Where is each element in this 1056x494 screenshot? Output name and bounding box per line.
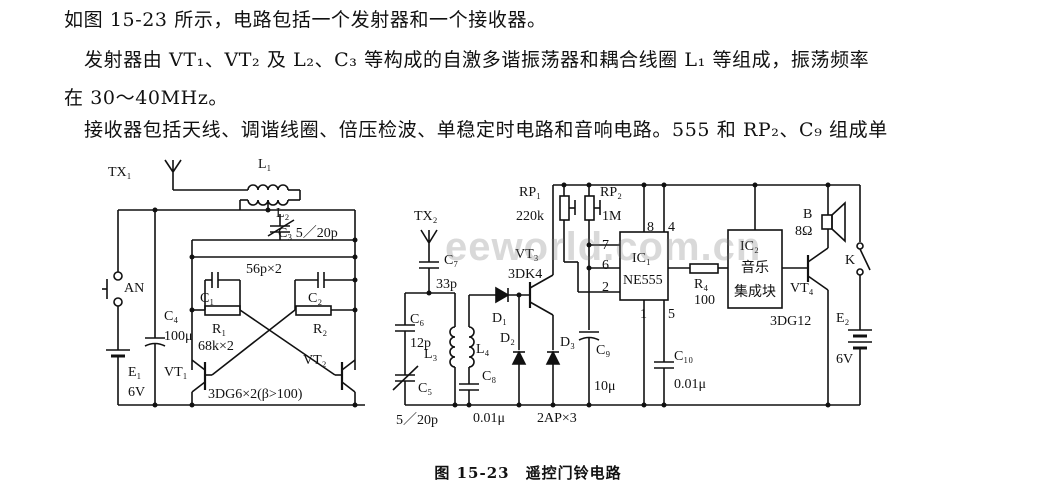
label-c1: C₁ bbox=[200, 291, 214, 306]
label-pin6: 6 bbox=[602, 258, 609, 273]
speaker-icon bbox=[821, 214, 833, 230]
schematic-wires bbox=[102, 159, 872, 406]
label-rp2-value: 1M bbox=[602, 209, 622, 224]
label-r4: R₄ bbox=[694, 277, 708, 292]
tx1-antenna-icon bbox=[164, 159, 182, 190]
l3-coil-icon bbox=[449, 326, 456, 368]
label-c8: C₈ bbox=[482, 369, 496, 384]
label-e2: E₂ bbox=[836, 311, 850, 326]
junction-dots bbox=[152, 182, 831, 408]
circuit-schematic: TX₁ L₁ L₂ C₃ 5／20p 56p×2 C₁ C₂ R₁ R₂ 68k… bbox=[102, 157, 872, 428]
k-switch-icon bbox=[859, 248, 871, 271]
label-c4: C₄ bbox=[164, 309, 178, 324]
d1-diode-icon bbox=[495, 286, 510, 304]
label-l3: L₃ bbox=[424, 347, 438, 362]
label-c9-value: 10μ bbox=[594, 379, 616, 394]
rp1-potentiometer-icon bbox=[559, 195, 570, 221]
label-l4: L₄ bbox=[476, 342, 490, 357]
receiver-paragraph: 接收器包括天线、调谐线圈、倍压检波、单稳定时电路和音响电路。555 和 RP₂、… bbox=[84, 119, 888, 141]
frequency-paragraph: 在 30～40MHz。 bbox=[64, 87, 229, 109]
d3-diode-icon bbox=[545, 350, 561, 365]
l1-coil-icon bbox=[247, 184, 289, 191]
label-pin5: 5 bbox=[668, 307, 675, 322]
r2-resistor-icon bbox=[295, 305, 332, 316]
label-r1: R₁ bbox=[212, 322, 226, 337]
label-tx2: TX₂ bbox=[414, 209, 438, 224]
label-pin2: 2 bbox=[602, 280, 609, 295]
r1-resistor-icon bbox=[204, 305, 241, 316]
label-c3: C₃ 5／20p bbox=[278, 225, 338, 241]
label-c8-value: 0.01μ bbox=[473, 411, 505, 426]
label-c6: C₆ bbox=[410, 312, 424, 327]
label-vt3: VT₃ bbox=[515, 247, 539, 262]
label-r-value: 68k×2 bbox=[198, 339, 234, 354]
transmitter-paragraph: 发射器由 VT₁、VT₂ 及 L₂、C₃ 等构成的自激多谐振荡器和耦合线圈 L₁… bbox=[84, 49, 870, 71]
label-vt4: VT₄ bbox=[790, 281, 814, 296]
label-c4-value: 100μ bbox=[164, 329, 193, 344]
label-pin1: 1 bbox=[640, 307, 647, 322]
label-l1: L₁ bbox=[258, 157, 271, 172]
label-c7: C₇ bbox=[444, 253, 458, 268]
label-pin4: 4 bbox=[668, 220, 675, 235]
label-speaker: B bbox=[803, 207, 812, 222]
label-r4-value: 100 bbox=[694, 293, 715, 308]
l4-coil-icon bbox=[468, 326, 475, 368]
label-c6-value: 12p bbox=[410, 336, 431, 351]
label-l2: L₂ bbox=[276, 206, 290, 221]
figure-caption: 图 15-23 遥控门铃电路 bbox=[434, 464, 622, 482]
label-e2-value: 6V bbox=[836, 352, 853, 367]
label-k: K bbox=[845, 253, 855, 268]
label-d2: D₂ bbox=[500, 331, 515, 346]
label-c10: C₁₀ bbox=[674, 349, 693, 364]
label-e1-value: 6V bbox=[128, 385, 145, 400]
label-rp1-value: 220k bbox=[516, 209, 544, 224]
label-d3: D₃ bbox=[560, 335, 575, 350]
label-ic1-model: NE555 bbox=[623, 273, 663, 288]
label-c9: C₉ bbox=[596, 343, 610, 358]
label-c5: C₅ bbox=[418, 381, 432, 396]
label-c3-value: 56p×2 bbox=[246, 262, 282, 277]
rp2-potentiometer-icon bbox=[584, 195, 595, 221]
label-speaker-value: 8Ω bbox=[795, 224, 812, 239]
label-ic2-line1: 音乐 bbox=[741, 259, 769, 276]
label-rp1: RP₁ bbox=[519, 185, 541, 200]
d2-diode-icon bbox=[511, 350, 527, 365]
watermark-text: eeworld.com.cn bbox=[445, 225, 762, 269]
label-d1: D₁ bbox=[492, 311, 507, 326]
label-vt4-model: 3DG12 bbox=[770, 314, 811, 329]
label-rp2: RP₂ bbox=[600, 185, 622, 200]
label-ic2: IC₂ bbox=[740, 239, 759, 254]
intro-paragraph: 如图 15-23 所示，电路包括一个发射器和一个接收器。 bbox=[64, 9, 547, 31]
tx2-antenna-icon bbox=[420, 229, 438, 262]
label-r2: R₂ bbox=[313, 322, 327, 337]
label-tx1: TX₁ bbox=[108, 165, 132, 180]
label-d-model: 2AP×3 bbox=[537, 411, 577, 426]
label-ic1: IC₁ bbox=[632, 251, 651, 266]
label-ic2-line2: 集成块 bbox=[734, 283, 776, 300]
label-vt3-model: 3DK4 bbox=[508, 267, 542, 282]
label-vt1: VT₁ bbox=[164, 365, 188, 380]
label-c7-value: 33p bbox=[436, 277, 457, 292]
label-c10-value: 0.01μ bbox=[674, 377, 706, 392]
label-an: AN bbox=[124, 281, 144, 296]
label-c2: C₂ bbox=[308, 291, 322, 306]
label-c5-value: 5／20p bbox=[396, 412, 438, 428]
label-e1: E₁ bbox=[128, 365, 141, 380]
label-vt-model: 3DG6×2(β>100) bbox=[208, 387, 303, 402]
label-vt2: VT₂ bbox=[303, 353, 327, 368]
label-pin8: 8 bbox=[647, 220, 654, 235]
label-pin7: 7 bbox=[602, 238, 609, 253]
